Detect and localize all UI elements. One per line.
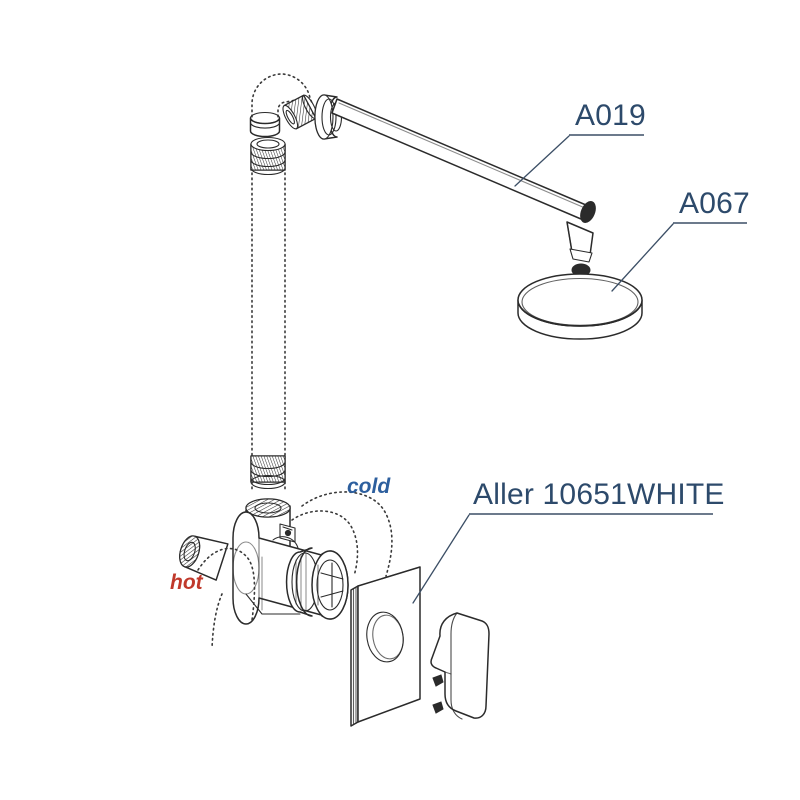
elbow-fitting [249,73,318,138]
mixer-valve-body [179,498,349,625]
riser-pipe [250,136,286,493]
shower-head [517,263,643,340]
shower-arm [314,94,596,263]
label-faceplate: Aller 10651WHITE [473,478,725,511]
faceplate [350,566,421,727]
flow-indicator-hot [197,547,256,649]
lever-handle [430,612,490,720]
label-cold-inlet: cold [347,475,391,498]
label-hot-inlet: hot [170,571,203,594]
label-shower-arm: A019 [575,99,646,132]
flow-indicator-cold [291,491,393,577]
fixing-screws [432,674,444,714]
leader-lines [412,134,747,604]
label-shower-head: A067 [679,187,750,220]
